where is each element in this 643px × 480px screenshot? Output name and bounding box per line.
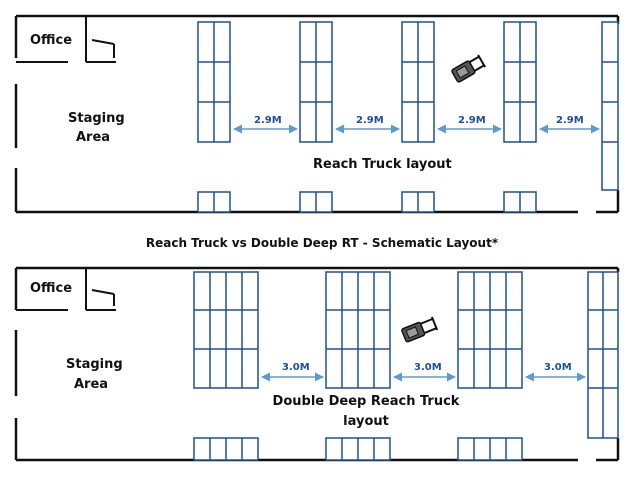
top-aisle-label-4: 2.9M — [556, 115, 584, 126]
bottom-staging-label-line2: Area — [74, 377, 108, 392]
top-aisle-label-1: 2.9M — [254, 115, 282, 126]
bottom-aisle-label-3: 3.0M — [544, 362, 572, 373]
top-layout-title: Reach Truck layout — [313, 157, 452, 172]
bottom-layout: Office Staging Area — [14, 266, 620, 462]
bottom-staging-label-line1: Staging — [66, 357, 123, 372]
bottom-rack-3 — [457, 271, 523, 389]
top-aisle-label-2: 2.9M — [356, 115, 384, 126]
bottom-rack-1 — [193, 271, 259, 389]
top-racks — [197, 21, 619, 213]
bottom-small-racks — [193, 437, 523, 461]
top-rack-2 — [299, 21, 333, 143]
bottom-office-label: Office — [30, 281, 72, 296]
bottom-racks — [193, 271, 619, 461]
bottom-rack-4 — [587, 271, 619, 439]
top-rack-1 — [197, 21, 231, 143]
top-rack-3 — [401, 21, 435, 143]
top-rack-4 — [503, 21, 537, 143]
top-rack-5 — [601, 21, 619, 191]
top-office — [16, 16, 116, 63]
top-staging-label-line1: Staging — [68, 111, 125, 126]
top-layout: Office Staging Area — [14, 14, 620, 214]
bottom-layout-title-line1: Double Deep Reach Truck — [273, 394, 460, 409]
top-small-racks — [197, 191, 537, 213]
top-walls — [14, 14, 620, 214]
forklift-icon — [451, 54, 486, 83]
bottom-rack-2 — [325, 271, 391, 389]
bottom-layout-title-line2: layout — [343, 414, 389, 429]
top-aisle-label-3: 2.9M — [458, 115, 486, 126]
bottom-aisle-label-1: 3.0M — [282, 362, 310, 373]
forklift-icon — [401, 316, 439, 343]
top-office-label: Office — [30, 33, 72, 48]
top-staging-label-line2: Area — [76, 130, 110, 145]
bottom-aisle-label-2: 3.0M — [414, 362, 442, 373]
diagram-caption: Reach Truck vs Double Deep RT - Schemati… — [146, 236, 499, 250]
bottom-office — [16, 268, 116, 311]
